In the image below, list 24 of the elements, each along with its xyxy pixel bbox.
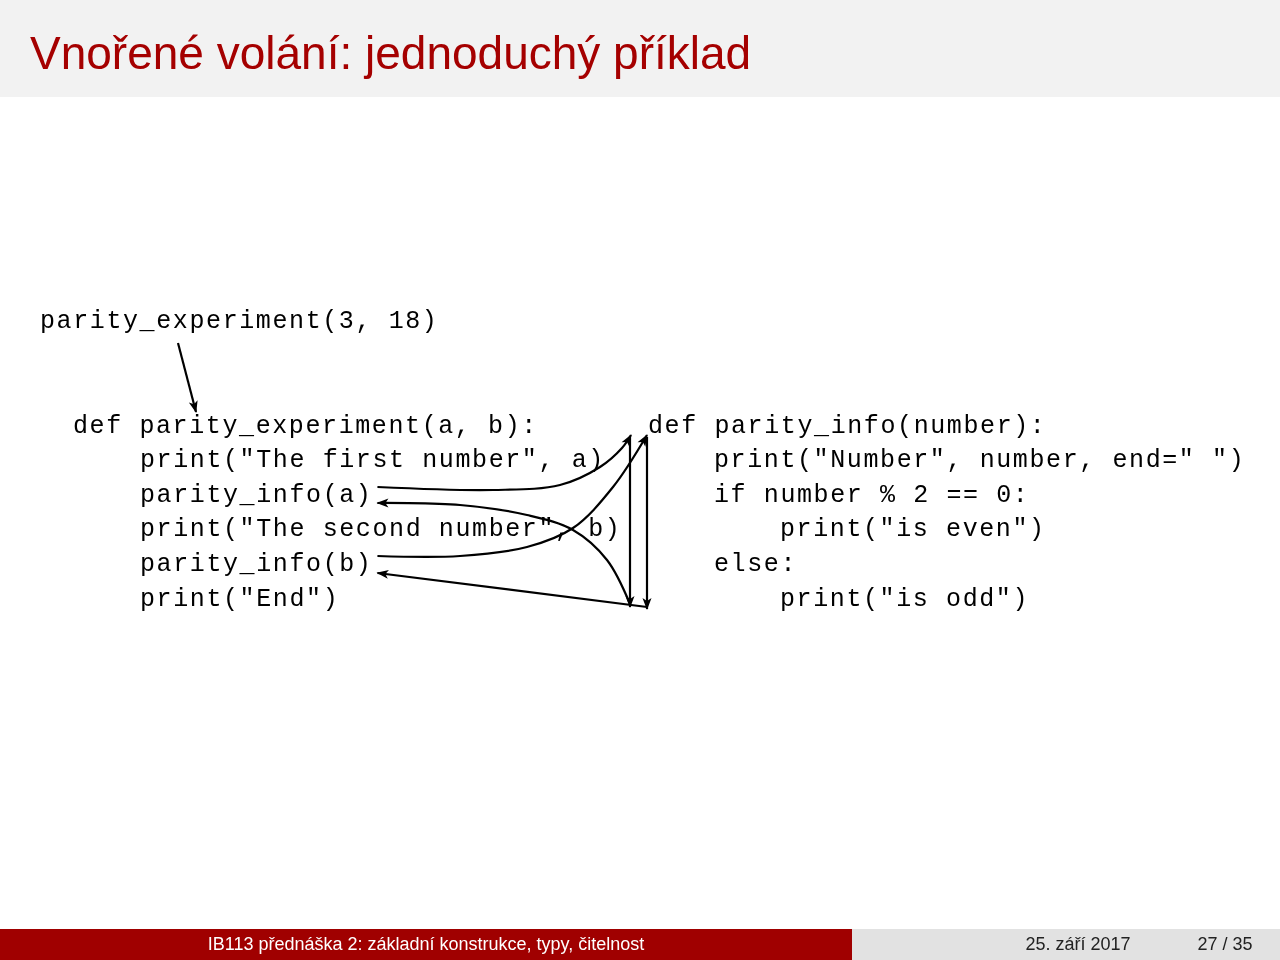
arrow	[625, 437, 635, 608]
arrow	[376, 498, 631, 605]
code-line: def parity_info(number):	[648, 414, 1047, 440]
code-line: print("is odd")	[780, 587, 1030, 613]
code-line: print("The first number", a)	[140, 448, 605, 474]
slide-title: Vnořené volání: jednoduchý příklad	[30, 26, 752, 81]
arrow	[176, 342, 198, 413]
arrow	[642, 437, 652, 610]
code-line: print("is even")	[780, 517, 1046, 543]
footer-date: 25. září 2017	[1025, 933, 1131, 956]
arrow	[377, 434, 648, 558]
arrow	[376, 569, 648, 609]
code-line: parity_experiment(3, 18)	[40, 309, 439, 335]
code-line: print("End")	[140, 587, 340, 613]
code-line: print("Number", number, end=" ")	[714, 448, 1246, 474]
page-number: 27 / 35	[1197, 933, 1253, 956]
code-line: parity_info(b)	[140, 552, 373, 578]
code-line: print("The second number", b)	[140, 517, 622, 543]
footer-text: IB113 přednáška 2: základní konstrukce, typy, čitelnost	[207, 933, 645, 956]
code-line: if number % 2 == 0:	[714, 483, 1030, 509]
code-line: else:	[714, 552, 797, 578]
code-line: def parity_experiment(a, b):	[73, 414, 538, 440]
arrow	[377, 434, 632, 492]
code-line: parity_info(a)	[140, 483, 373, 509]
